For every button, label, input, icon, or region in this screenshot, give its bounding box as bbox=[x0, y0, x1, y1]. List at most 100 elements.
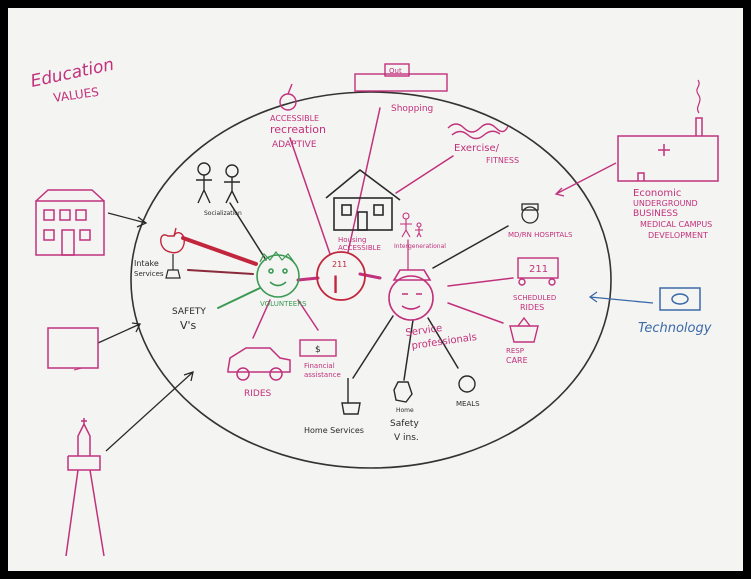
recreation-icon bbox=[279, 83, 297, 111]
car-wheel-left bbox=[236, 367, 250, 381]
car-body bbox=[227, 347, 291, 373]
corner-note-line1: Education bbox=[29, 55, 116, 92]
apple-body bbox=[160, 232, 185, 254]
arrow-church bbox=[105, 371, 194, 452]
safety-bag-text: Home bbox=[396, 407, 414, 414]
whiteboard-paper: Education VALUES bbox=[8, 8, 743, 571]
financial-box-icon bbox=[299, 339, 337, 357]
car-icon bbox=[227, 347, 291, 381]
social-person-1-head bbox=[197, 162, 211, 176]
building-window-1 bbox=[43, 209, 55, 221]
home-services-bucket bbox=[341, 402, 361, 415]
car-wheel-right bbox=[269, 367, 283, 381]
shopping-label: Shopping bbox=[391, 104, 433, 114]
economic-plus bbox=[658, 144, 670, 156]
connector-professionals-safety bbox=[403, 319, 414, 381]
hospital-label: MD/RN HOSPITALS bbox=[508, 231, 573, 239]
broom-head bbox=[165, 269, 181, 279]
economic-labels: Economic UNDERGROUND BUSINESS MEDICAL CA… bbox=[633, 188, 712, 240]
building-window-4 bbox=[43, 229, 55, 241]
connector-volunteers-rides bbox=[252, 299, 271, 339]
shopping-sign-top bbox=[384, 63, 410, 77]
volunteers-face-icon bbox=[256, 251, 300, 298]
intergen-adult-head bbox=[402, 212, 410, 220]
connector-volunteers-socialization bbox=[229, 202, 267, 261]
apple-stem bbox=[173, 227, 177, 237]
meals-label: MEALS bbox=[456, 400, 480, 408]
volunteers-hair bbox=[259, 251, 295, 263]
respite-line-2: CARE bbox=[506, 356, 528, 365]
sign-211-text: 211 bbox=[529, 264, 548, 275]
volunteers-smile bbox=[269, 281, 287, 287]
corner-note: Education VALUES bbox=[29, 55, 116, 105]
church-icon bbox=[65, 418, 105, 557]
financial-line-1: Financial bbox=[304, 362, 335, 370]
recreation-stick bbox=[287, 83, 293, 95]
sketch-canvas: Education VALUES bbox=[29, 55, 719, 557]
arrow-box-left bbox=[97, 322, 141, 344]
connector-center-access bbox=[289, 137, 331, 255]
home-services-label: Home Services bbox=[304, 426, 364, 435]
connector-professionals-home bbox=[352, 315, 394, 379]
hospital-icon bbox=[521, 203, 539, 224]
house-window-left bbox=[341, 204, 352, 216]
technology-label: Technology bbox=[638, 321, 712, 336]
center-letter: I bbox=[332, 271, 339, 299]
intergen-adult-body bbox=[400, 219, 412, 238]
safety-bottom-line-2: V ins. bbox=[394, 433, 419, 443]
blank-box-icon bbox=[47, 327, 99, 371]
shopping-sign-board bbox=[354, 73, 448, 92]
intergen-child-body bbox=[415, 227, 423, 238]
professionals-cap bbox=[392, 269, 432, 281]
community-circle bbox=[130, 91, 612, 469]
apartment-building-icon bbox=[35, 189, 105, 256]
house-roof bbox=[325, 168, 401, 201]
technology-icon bbox=[659, 287, 701, 311]
financial-line-2: assistance bbox=[304, 371, 341, 379]
connector-volunteers-intake bbox=[187, 269, 254, 275]
nurse-head bbox=[521, 206, 539, 224]
corner-note-line2: VALUES bbox=[52, 85, 99, 105]
sign-211-icon bbox=[517, 257, 559, 286]
arrow-economic bbox=[554, 162, 617, 197]
economic-building-icon bbox=[617, 79, 719, 182]
house-icon bbox=[325, 168, 401, 231]
house-door bbox=[357, 211, 368, 231]
intake-line-2: Services bbox=[134, 270, 164, 278]
professionals-face bbox=[388, 275, 434, 321]
economic-line-4: MEDICAL CAMPUS bbox=[640, 220, 712, 229]
housing-line-2: ACCESSIBLE bbox=[338, 244, 381, 252]
home-services-icon bbox=[341, 378, 361, 415]
economic-chimney bbox=[695, 117, 703, 136]
professionals-line-1: Service bbox=[405, 323, 443, 339]
safety-bag-icon bbox=[393, 381, 413, 403]
financial-box-symbol: $ bbox=[315, 345, 321, 355]
volunteers-face bbox=[256, 254, 300, 298]
connector-professionals-211 bbox=[447, 277, 514, 287]
connector-volunteers-financial bbox=[297, 299, 319, 331]
volunteers-eye-right bbox=[282, 268, 288, 274]
building-roof bbox=[35, 189, 105, 202]
connector-volunteers-safety bbox=[217, 287, 261, 309]
access-line-3: ADAPTIVE bbox=[272, 140, 317, 150]
sign-211-wheels bbox=[518, 278, 556, 286]
respite-lid bbox=[517, 316, 531, 327]
financial-box bbox=[299, 339, 337, 357]
respite-cup bbox=[509, 325, 539, 343]
economic-building-body bbox=[617, 135, 719, 182]
church-body bbox=[67, 455, 101, 471]
access-labels: ACCESSIBLE recreation ADAPTIVE bbox=[270, 114, 326, 150]
social-person-2-head bbox=[225, 164, 239, 178]
intergenerational-label: Intergenerational bbox=[394, 243, 446, 250]
sign-211-board bbox=[517, 257, 559, 279]
shopping-sign-text: Out bbox=[389, 67, 402, 75]
building-body bbox=[35, 200, 105, 256]
safety-bag bbox=[393, 381, 413, 403]
blank-box bbox=[47, 327, 99, 369]
connector-center-shopping bbox=[347, 107, 381, 253]
connector-center-professionals bbox=[358, 272, 382, 280]
economic-line-2: UNDERGROUND bbox=[633, 199, 698, 208]
center-211: 211 bbox=[332, 260, 347, 269]
house-window-right bbox=[373, 204, 384, 216]
